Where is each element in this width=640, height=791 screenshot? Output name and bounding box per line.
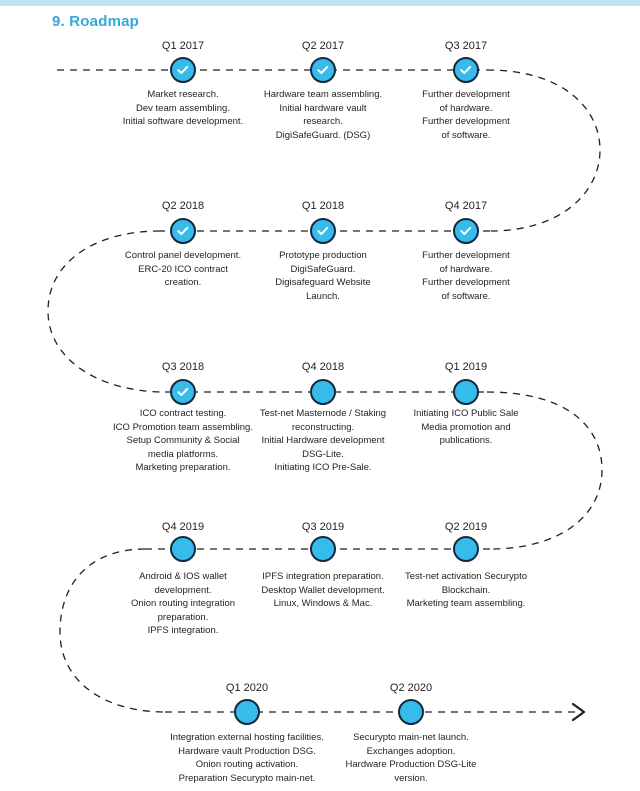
check-circle-icon: [177, 387, 189, 397]
milestone-label: Q1 2017: [161, 40, 205, 52]
milestone-label: Q2 2017: [301, 40, 345, 52]
check-circle-icon: [460, 65, 472, 75]
check-circle-icon: [317, 226, 329, 236]
milestone-label: Q1 2019: [444, 361, 488, 373]
milestone-description: Android & IOS wallet development. Onion …: [130, 571, 236, 637]
arrow-right-icon: [571, 702, 586, 722]
milestone-description: Test-net Masternode / Staking reconstruc…: [259, 408, 387, 474]
milestone-node[interactable]: [453, 218, 479, 244]
milestone-description: Further development of hardware. Further…: [422, 89, 510, 141]
milestone-node[interactable]: [310, 379, 336, 405]
milestone-description: Test-net activation Securypto Blockchain…: [405, 571, 527, 610]
milestone-description: Market research. Dev team assembling. In…: [122, 89, 244, 128]
milestone-description: Prototype production DigiSafeGuard. Digi…: [275, 250, 371, 302]
timeline-loop-right-2: [486, 391, 603, 550]
milestone-label: Q1 2020: [225, 682, 269, 694]
milestone-label: Q4 2019: [161, 521, 205, 533]
milestone-description: Initiating ICO Public Sale Media promoti…: [413, 408, 519, 447]
milestone-node[interactable]: [170, 379, 196, 405]
milestone-node[interactable]: [453, 536, 479, 562]
timeline-loop-left-1: [47, 230, 166, 393]
milestone-node[interactable]: [310, 218, 336, 244]
milestone-description: Further development of hardware. Further…: [422, 250, 510, 302]
milestone-node[interactable]: [170, 218, 196, 244]
milestone-node[interactable]: [398, 699, 424, 725]
check-circle-icon: [177, 65, 189, 75]
milestone-description: Integration external hosting facilities.…: [170, 732, 324, 784]
milestone-description: IPFS integration preparation. Desktop Wa…: [261, 571, 385, 610]
check-circle-icon: [460, 226, 472, 236]
milestone-label: Q4 2018: [301, 361, 345, 373]
milestone-label: Q2 2019: [444, 521, 488, 533]
milestone-node[interactable]: [310, 57, 336, 83]
milestone-description: Securypto main-net launch. Exchanges ado…: [345, 732, 477, 784]
milestone-node[interactable]: [234, 699, 260, 725]
milestone-label: Q1 2018: [301, 200, 345, 212]
milestone-node[interactable]: [453, 57, 479, 83]
top-accent-band: [0, 0, 640, 6]
milestone-description: ICO contract testing. ICO Promotion team…: [113, 408, 253, 474]
milestone-label: Q2 2020: [389, 682, 433, 694]
milestone-node[interactable]: [170, 536, 196, 562]
milestone-label: Q3 2017: [444, 40, 488, 52]
timeline-loop-left-2: [59, 548, 166, 713]
milestone-label: Q2 2018: [161, 200, 205, 212]
check-circle-icon: [177, 226, 189, 236]
check-circle-icon: [317, 65, 329, 75]
milestone-label: Q3 2018: [161, 361, 205, 373]
milestone-node[interactable]: [310, 536, 336, 562]
milestone-node[interactable]: [170, 57, 196, 83]
milestone-description: Hardware team assembling. Initial hardwa…: [263, 89, 383, 141]
milestone-description: Control panel development. ERC-20 ICO co…: [124, 250, 242, 289]
page-title: 9. Roadmap: [52, 13, 140, 30]
milestone-label: Q4 2017: [444, 200, 488, 212]
milestone-label: Q3 2019: [301, 521, 345, 533]
milestone-node[interactable]: [453, 379, 479, 405]
